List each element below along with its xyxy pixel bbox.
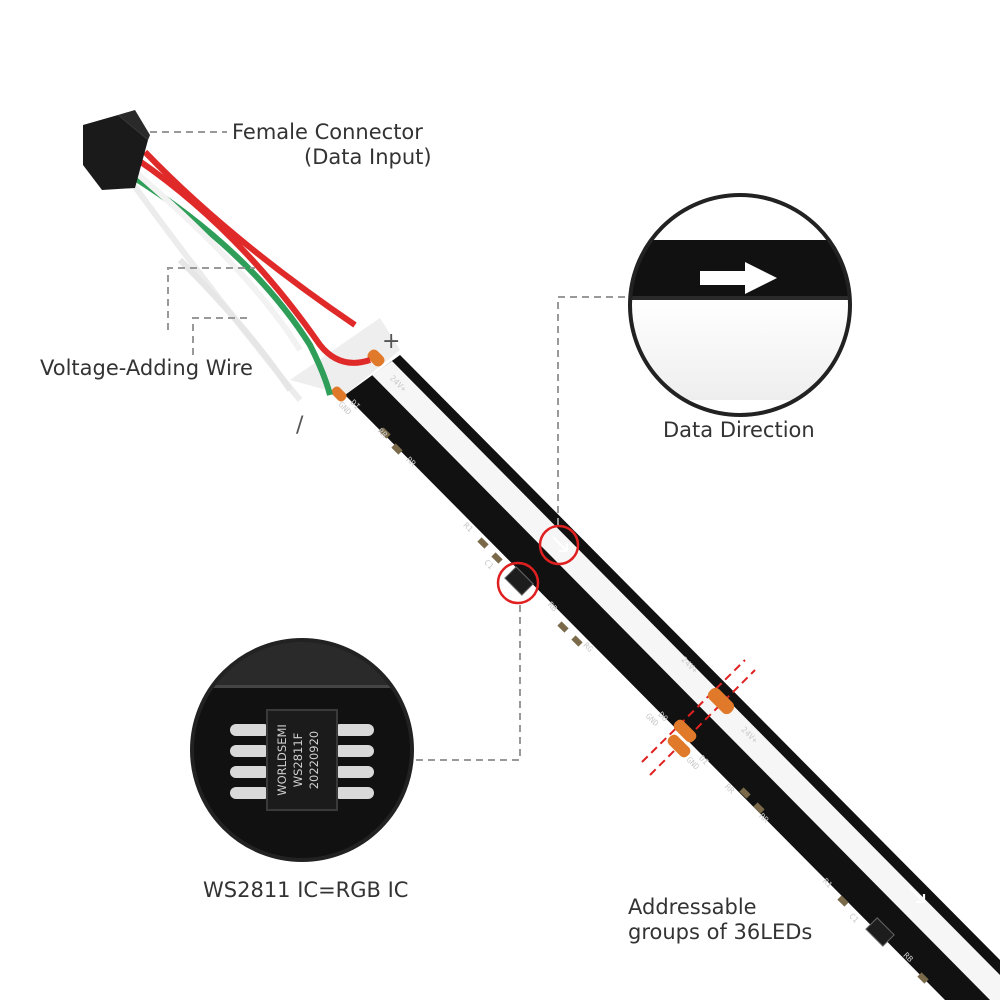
- ic-pin-right-1: [334, 724, 374, 736]
- ic-chip-1: [504, 566, 534, 596]
- plus-mark: +: [382, 329, 400, 354]
- ic-brand-text: WORLDSEMI: [275, 724, 289, 796]
- ic-pin-right-3: [334, 766, 374, 778]
- silk-c1-b: C1: [847, 912, 860, 925]
- ic-pin-left-4: [230, 787, 270, 799]
- resistor-2: [391, 443, 403, 455]
- data-direction-label: Data Direction: [663, 418, 815, 442]
- ic-model-text: WS2811F: [291, 733, 305, 788]
- resistor-7: [739, 787, 751, 799]
- pad-do: [673, 719, 697, 743]
- data-direction-arrow-icon: [700, 262, 777, 294]
- ic-pin-left-2: [230, 745, 270, 757]
- strip-diffuser: [372, 361, 1000, 1000]
- silk-c1: C1: [482, 558, 495, 571]
- ws2811-ic-label: WS2811 IC=RGB IC: [203, 878, 409, 902]
- resistor-8: [753, 802, 765, 814]
- pad-24v-b: [707, 687, 735, 715]
- zoom-circle-bottom: [190, 638, 414, 862]
- resistor-1: [379, 427, 391, 439]
- addressable-line1: Addressable: [628, 895, 757, 919]
- addressable-line2: groups of 36LEDs: [628, 920, 813, 944]
- wire-white-2: [177, 257, 293, 392]
- pad-24v-a: [367, 349, 385, 367]
- ic-highlight-circle: [496, 561, 540, 605]
- cut-line-2: [641, 659, 746, 763]
- ic-pin-right-2: [334, 745, 374, 757]
- female-connector-label: Female Connector (Data Input): [232, 120, 432, 170]
- direction-arrow-icon: [552, 536, 569, 553]
- voltage-adding-wire-label: Voltage-Adding Wire: [40, 356, 253, 380]
- direction-arrow-icon-2: [909, 887, 926, 904]
- leader-lines: [150, 131, 630, 761]
- arrow-highlight-circle: [538, 524, 580, 566]
- female-connector-line1: Female Connector: [232, 120, 423, 144]
- connector-latch: [118, 110, 150, 140]
- zoom-data-direction: [628, 193, 852, 417]
- resistor-3: [477, 537, 489, 549]
- resistor-9: [837, 895, 849, 907]
- ic-package: [266, 709, 338, 811]
- strip-end-cover: [290, 318, 400, 395]
- resistor-6: [571, 635, 583, 647]
- pad-gnd-b: [667, 734, 691, 758]
- ic-chip-2: [865, 917, 895, 947]
- ic-date-text: 20220920: [307, 731, 321, 790]
- wire-red-1: [136, 157, 371, 366]
- wire-red-2: [142, 149, 357, 328]
- addressable-label: Addressable groups of 36LEDs: [628, 895, 812, 945]
- resistor-4: [491, 552, 503, 564]
- led-strip: 24V+ DI GND 24V+ 24V+ DO GND DI GND: [290, 318, 1000, 1000]
- ic-pin-left-3: [230, 766, 270, 778]
- ic-pin-left-1: [230, 724, 270, 736]
- pad-di-a: [331, 386, 347, 402]
- resistor-5: [557, 621, 569, 633]
- zoom-ic: WORLDSEMI WS2811F 20220920: [190, 638, 414, 862]
- female-connector-line2: (Data Input): [304, 145, 432, 169]
- connector-body: [83, 115, 148, 190]
- wire-harness: [83, 110, 371, 402]
- zoom-circle-top: [628, 193, 852, 417]
- ic-pin-right-4: [334, 787, 374, 799]
- wire-white-3: [131, 167, 303, 352]
- minus-mark: /: [296, 413, 304, 438]
- resistor-10: [917, 972, 929, 984]
- cut-line-1: [649, 669, 756, 776]
